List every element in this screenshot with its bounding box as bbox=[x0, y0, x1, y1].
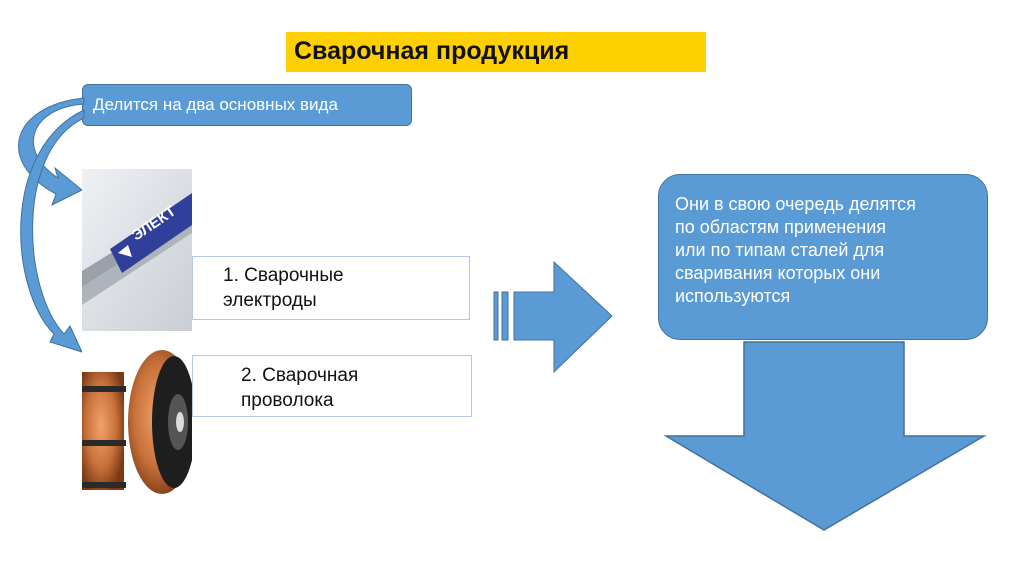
note-line-1: Они в свою очередь делятся bbox=[675, 194, 916, 214]
wire-spools-photo bbox=[82, 342, 192, 500]
item-electrodes-line2: электроды bbox=[223, 290, 317, 311]
item-electrodes-line1: 1. Сварочные bbox=[223, 265, 344, 286]
note-line-5: используются bbox=[675, 286, 791, 306]
item-electrodes: 1. Сварочные электроды bbox=[192, 256, 470, 320]
item-wire-line2: проволока bbox=[241, 390, 334, 411]
classification-note: Они в свою очередь делятся по областям п… bbox=[658, 174, 988, 340]
page-title: Сварочная продукция bbox=[294, 37, 570, 65]
intro-box: Делится на два основных вида bbox=[82, 84, 412, 126]
item-wire: 2. Сварочная проволока bbox=[192, 355, 472, 417]
title-highlight bbox=[286, 32, 706, 72]
item-wire-line1: 2. Сварочная bbox=[241, 365, 359, 386]
electrodes-photo: ЭЛЕКТ bbox=[82, 169, 192, 331]
down-arrow-icon bbox=[664, 341, 987, 531]
note-line-2: по областям применения bbox=[675, 217, 887, 237]
note-line-4: сваривания которых они bbox=[675, 263, 881, 283]
note-line-3: или по типам сталей для bbox=[675, 240, 885, 260]
right-arrow-icon bbox=[493, 260, 613, 374]
